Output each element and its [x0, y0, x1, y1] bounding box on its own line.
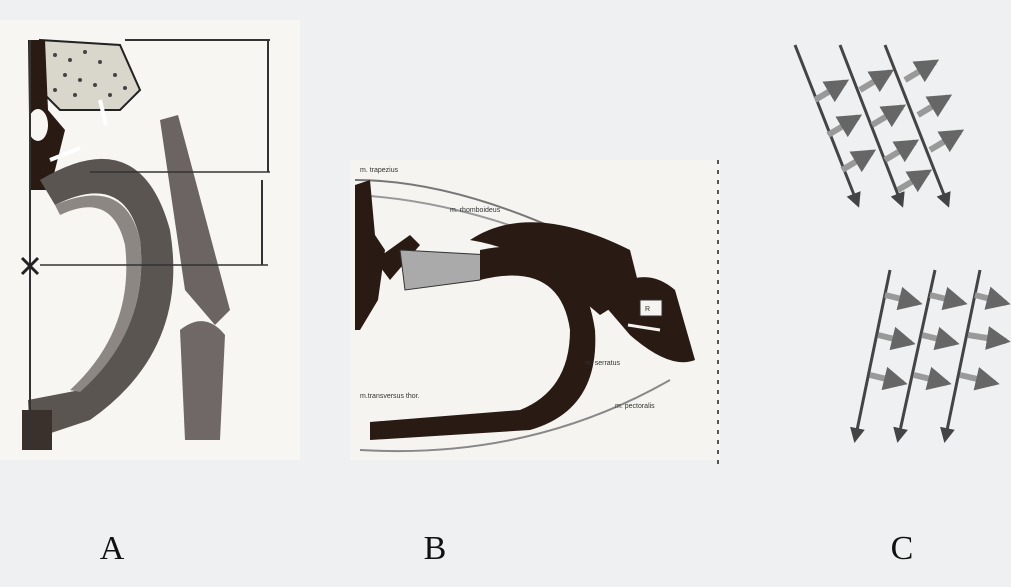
- label-box: R: [645, 306, 650, 313]
- panel-label-b: B: [405, 530, 465, 568]
- label-transversus: m.transversus thor.: [360, 393, 420, 400]
- panel-a-thorax-section: [0, 0, 300, 480]
- panel-label-a: A: [82, 530, 142, 568]
- panel-b-muscle-diagram: R m. trapezius m. rhomboideus m. serratu…: [330, 140, 730, 480]
- panel-label-c: C: [872, 530, 932, 568]
- label-pectoralis: m. pectoralis: [615, 403, 655, 410]
- panel-c-force-vectors: [770, 20, 1011, 460]
- label-rhomboideus: m. rhomboideus: [450, 207, 501, 214]
- panel-c-bottom-vectors: [855, 270, 1006, 440]
- panel-b-drawing: R m. trapezius m. rhomboideus m. serratu…: [350, 160, 720, 470]
- panel-c-top-vectors: [795, 45, 960, 205]
- label-trapezius: m. trapezius: [360, 167, 399, 174]
- panel-a-drawing: [0, 20, 300, 460]
- label-serratus: m. serratus: [585, 360, 621, 367]
